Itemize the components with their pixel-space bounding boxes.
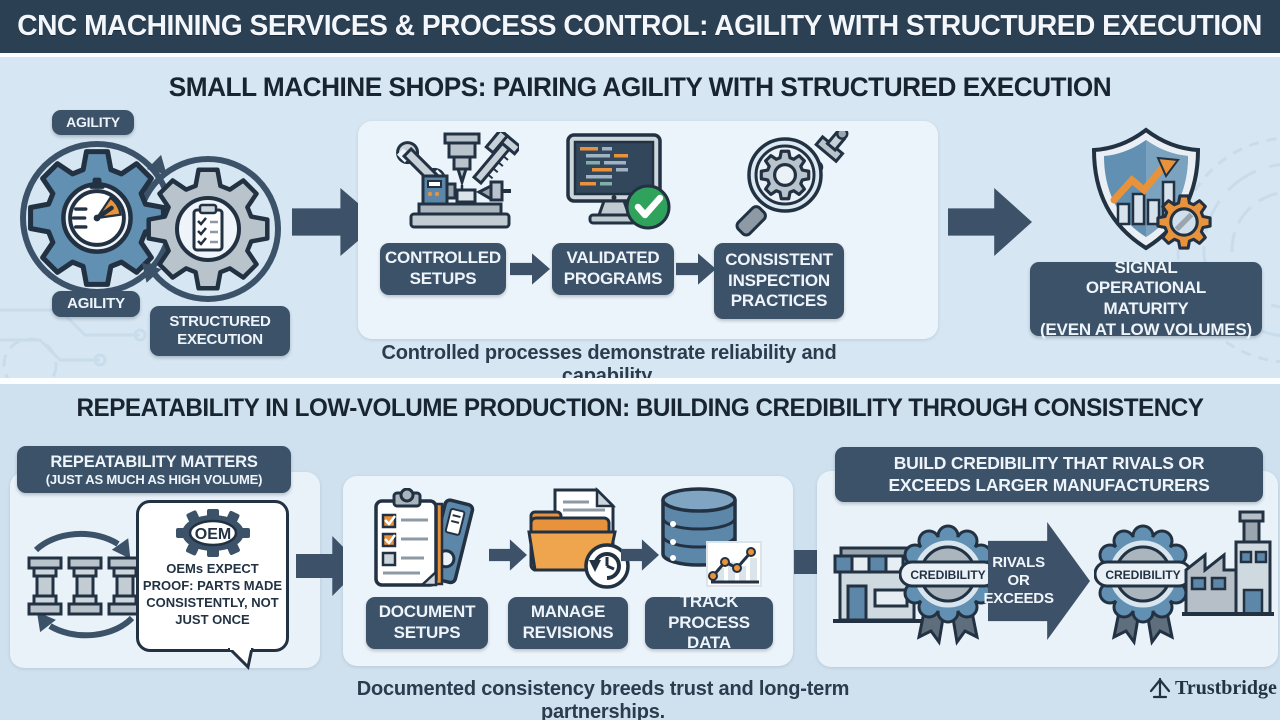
database-cylinder-icon (661, 487, 737, 567)
bridge-tower-icon (1149, 677, 1171, 699)
magnifier-handle (735, 205, 767, 237)
monitor-stand (596, 199, 632, 217)
agility-gears-graphic (20, 141, 281, 302)
agility-label-bottom: AGILITY (52, 291, 140, 317)
clipboard-binder-icon (374, 488, 475, 587)
parts-cycle-icon (27, 530, 143, 639)
section1-title: SMALL MACHINE SHOPS: PAIRING AGILITY WIT… (168, 72, 1112, 102)
repeatability-header: REPEATABILITY MATTERS (JUST AS MUCH AS H… (17, 446, 291, 493)
structured-execution-gear-icon (149, 170, 268, 289)
setup-clipboard-icon (374, 488, 438, 587)
spindle-icon (443, 132, 481, 188)
green-check-icon (625, 184, 671, 230)
step-label-validated-programs: VALIDATED PROGRAMS (552, 243, 674, 295)
magnifier-lens (747, 137, 823, 213)
brand-name: Trustbridge (1175, 676, 1277, 699)
outcome-label: SIGNAL OPERATIONAL MATURITY (EVEN AT LOW… (1030, 258, 1262, 339)
machined-parts-icon (27, 556, 143, 616)
rivals-exceeds-text: RIVALS OR EXCEEDS (983, 554, 1054, 607)
inspected-gear-icon (759, 149, 811, 201)
lathe-icon (409, 174, 511, 229)
section-divider (0, 378, 1280, 384)
trend-chart-icon (706, 541, 762, 587)
cycle-arc-top (33, 530, 120, 553)
factory-icon (1182, 510, 1274, 616)
structured-execution-label: STRUCTURED EXECUTION (150, 306, 290, 356)
caliper-icon (471, 132, 519, 186)
oem-bubble-text: OEMs EXPECT PROOF: PARTS MADE CONSISTENT… (142, 561, 283, 627)
growth-arrow-icon (1110, 162, 1168, 204)
step-label-controlled-setups: CONTROLLED SETUPS (380, 243, 506, 295)
orange-gear-icon (1156, 194, 1212, 250)
step-label-manage-revisions: MANAGE REVISIONS (508, 597, 628, 649)
folder-revision-icon (527, 486, 630, 589)
magnifier-gear-micrometer-icon (735, 131, 849, 237)
speech-bubble-tail (228, 648, 254, 670)
code-lines (580, 147, 628, 186)
database-chart-icon (661, 487, 762, 587)
section2-caption: Documented consistency breeds trust and … (356, 678, 850, 720)
rosette-badge-icon: CREDIBILITY (899, 524, 997, 646)
top-banner: CNC MACHINING SERVICES & PROCESS CONTROL… (0, 0, 1280, 57)
revision-clock-icon (584, 543, 630, 589)
agility-gear-icon (31, 152, 164, 285)
step-label-track-process-data: TRACK PROCESS DATA (645, 592, 773, 652)
shield-growth-gear-icon (1091, 127, 1212, 251)
credibility-badge-text: CREDIBILITY (1105, 568, 1180, 582)
oem-gear-badge-icon: OEM (175, 509, 250, 557)
rivals-exceeds-arrow: RIVALS OR EXCEEDS (983, 522, 1090, 640)
oem-badge-text: OEM (194, 526, 230, 543)
credibility-header: BUILD CREDIBILITY THAT RIVALS OR EXCEEDS… (835, 447, 1263, 502)
brand-logo: Trustbridge (1148, 676, 1277, 700)
code-monitor-check-icon (566, 133, 671, 230)
machine-tools-icon (396, 132, 519, 229)
cycle-arc-bottom (48, 615, 135, 639)
stopwatch-icon (68, 177, 126, 247)
flow-arrow (948, 188, 1032, 256)
checklist-clipboard-icon (192, 203, 224, 252)
rosette-badge-icon: CREDIBILITY (1094, 524, 1192, 646)
credibility-badge-text: CREDIBILITY (910, 568, 985, 582)
step-label-document-setups: DOCUMENT SETUPS (366, 597, 488, 649)
section2-title: REPEATABILITY IN LOW-VOLUME PRODUCTION: … (76, 394, 1204, 422)
step-label-consistent-inspection: CONSISTENT INSPECTION PRACTICES (714, 243, 844, 319)
oem-speech-bubble: OEM OEMs EXPECT PROOF: PARTS MADE CONSIS… (136, 500, 289, 652)
agility-label-top: AGILITY (52, 110, 134, 135)
shop-door (846, 584, 868, 622)
banner-title: CNC MACHINING SERVICES & PROCESS CONTROL… (17, 10, 1263, 42)
